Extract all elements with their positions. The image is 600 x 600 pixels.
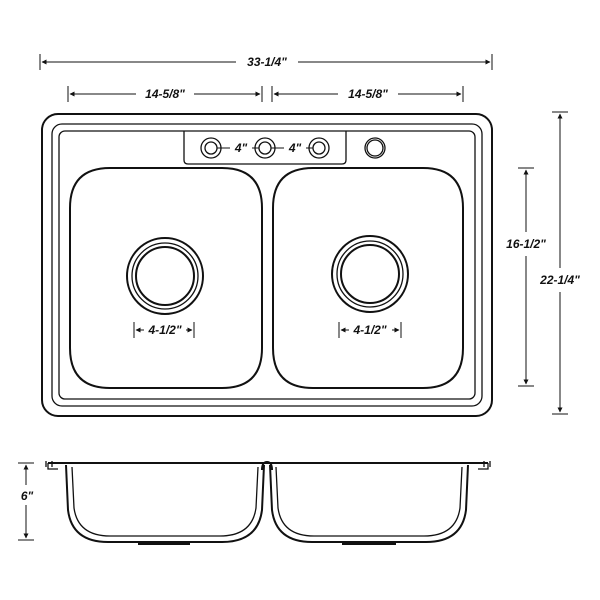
faucet-plate xyxy=(183,131,347,165)
right-bowl-width-label: 14-5/8" xyxy=(348,87,388,101)
depth-label: 6" xyxy=(21,489,34,503)
left-bowl-width-dimension: 14-5/8" xyxy=(67,86,263,102)
top-view: 4" 4" 4-1/2" xyxy=(41,113,493,417)
accessory-hole xyxy=(364,137,386,159)
overall-width-label: 33-1/4" xyxy=(247,55,287,69)
right-bowl xyxy=(272,167,464,389)
faucet-spacing-right-label: 4" xyxy=(288,141,302,155)
left-drain-label: 4-1/2" xyxy=(147,323,181,337)
sink-deck xyxy=(58,130,476,400)
faucet-spacing-left-label: 4" xyxy=(234,141,248,155)
right-drain-dimension: 4-1/2" xyxy=(338,322,402,338)
left-bowl xyxy=(69,167,263,389)
bowl-length-label: 16-1/2" xyxy=(506,237,546,251)
right-bowl-profile xyxy=(269,464,469,543)
left-bowl-width-label: 14-5/8" xyxy=(145,87,185,101)
left-bowl-profile xyxy=(65,464,265,543)
right-bowl-width-dimension: 14-5/8" xyxy=(271,86,464,102)
sink-inner-rim xyxy=(51,123,483,407)
left-drain-dimension: 4-1/2" xyxy=(133,322,195,338)
bowl-length-dimension: 16-1/2" xyxy=(506,167,546,387)
sink-outer-rim xyxy=(41,113,493,417)
depth-dimension: 6" xyxy=(18,462,34,541)
left-drain xyxy=(126,237,204,315)
side-view xyxy=(45,460,491,545)
right-drain xyxy=(331,235,409,313)
overall-length-label: 22-1/4" xyxy=(539,273,580,287)
overall-length-dimension: 22-1/4" xyxy=(539,111,580,415)
right-drain-label: 4-1/2" xyxy=(352,323,386,337)
overall-width-dimension: 33-1/4" xyxy=(39,54,493,70)
